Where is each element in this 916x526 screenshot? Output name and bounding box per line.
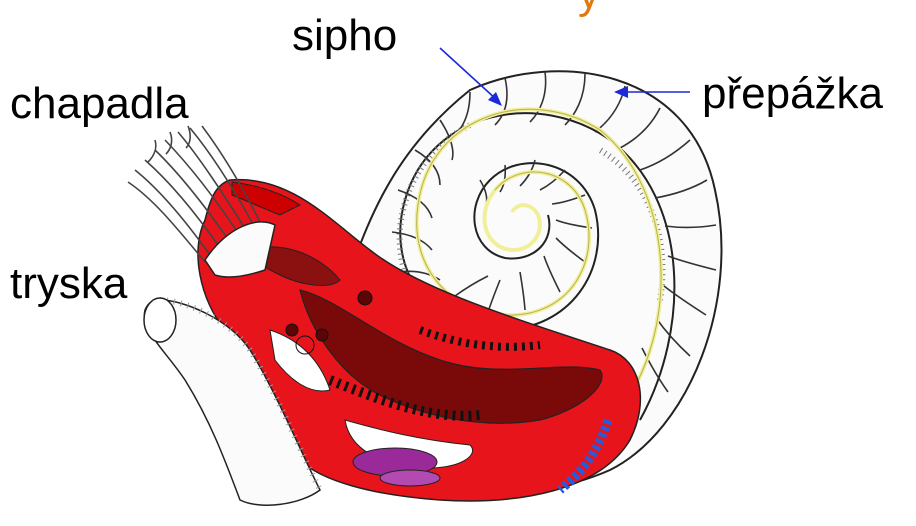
clipped-title-fragment: y (578, 0, 600, 16)
label-chapadla: chapadla (10, 82, 189, 126)
label-tryska: tryska (10, 262, 127, 306)
label-sipho: sipho (292, 14, 397, 58)
label-prepazka: přepážka (702, 72, 883, 116)
